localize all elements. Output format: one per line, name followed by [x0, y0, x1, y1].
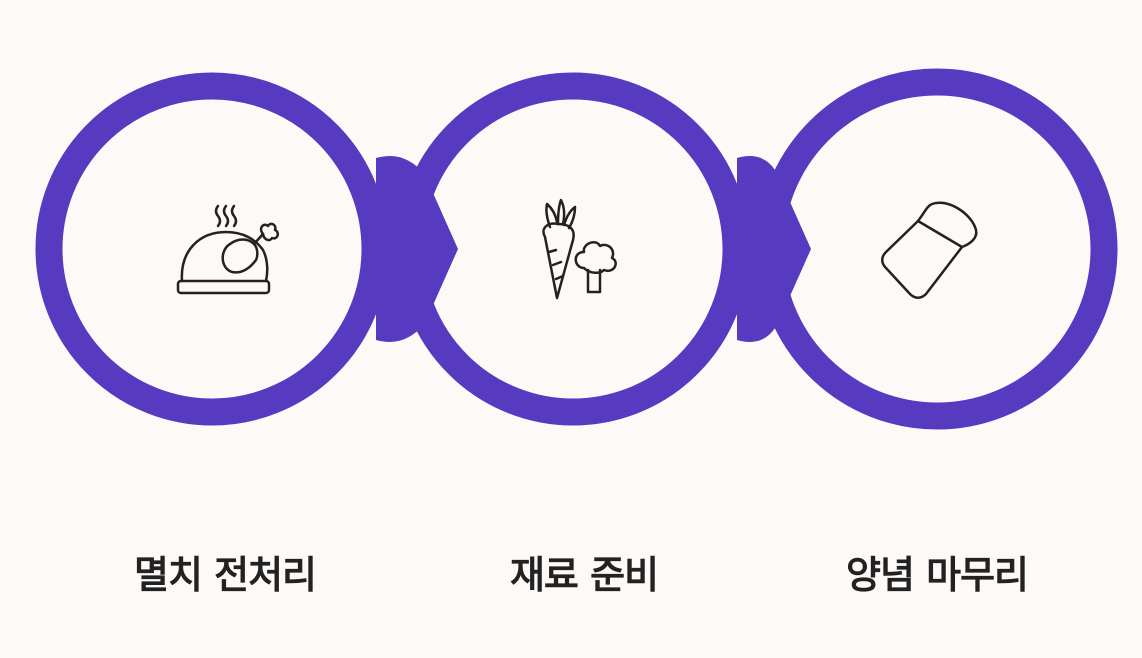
- step-3-node: [756, 68, 1118, 430]
- step-3-label: 양념 마무리: [845, 553, 1029, 597]
- step-1-ring: [35, 72, 389, 426]
- arrow-2-connector: [737, 156, 811, 342]
- step-1-node: [35, 72, 389, 426]
- step-1-label: 멸치 전처리: [133, 553, 317, 597]
- step-2-node: [396, 72, 750, 426]
- carrot-broccoli-icon: [542, 198, 617, 300]
- step-2-label: 재료 준비: [509, 553, 659, 597]
- salt-shaker-icon: [881, 201, 978, 299]
- arrow-1-connector: [376, 156, 458, 342]
- step-2-ring: [396, 72, 750, 426]
- step-3-ring: [756, 68, 1118, 430]
- roast-chicken-icon: [176, 204, 280, 295]
